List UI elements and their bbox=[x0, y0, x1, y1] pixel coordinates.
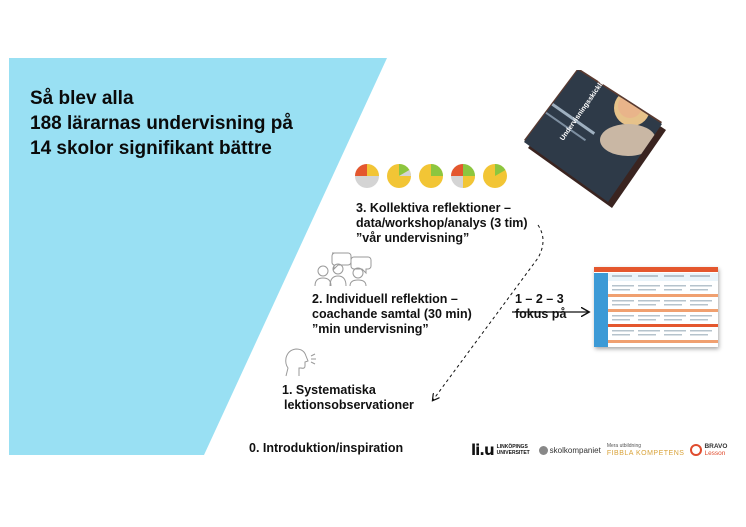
step-3-line-2: data/workshop/analys (3 tim) bbox=[356, 216, 528, 230]
pie-chart-icon bbox=[451, 164, 475, 188]
pie-chart-icon bbox=[387, 164, 411, 188]
pie-chart-row bbox=[354, 163, 508, 189]
bravo-ring-icon bbox=[690, 444, 703, 456]
partner-logos: li.u LINKÖPINGS UNIVERSITET skolkompanie… bbox=[471, 441, 727, 459]
step-2-line-2: coachande samtal (30 min) bbox=[312, 307, 472, 321]
group-speech-icon bbox=[314, 252, 372, 287]
bravo-lesson-logo: BRAVO Lesson bbox=[690, 443, 727, 457]
step-0-line-1: 0. Introduktion/inspiration bbox=[249, 441, 404, 455]
skolkompaniet-logo: skolkompaniet bbox=[538, 445, 601, 455]
step-2-individual-reflection: 2. Individuell reflektion – coachande sa… bbox=[312, 292, 472, 337]
headline-line-3: 14 skolor signifikant bättre bbox=[30, 138, 272, 159]
fk-big-text: FIBBLA KOMPETENS bbox=[606, 450, 685, 457]
step-3-line-1: 3. Kollektiva reflektioner – bbox=[356, 201, 511, 215]
pie-chart-icon bbox=[355, 164, 379, 188]
step-1-line-1: 1. Systematiska bbox=[282, 383, 376, 397]
step-0-introduction: 0. Introduktion/inspiration bbox=[249, 441, 403, 456]
step-1-line-2: lektionsobservationer bbox=[284, 398, 414, 412]
sheet-table bbox=[594, 267, 718, 347]
pie-chart-icon bbox=[483, 164, 507, 188]
skolkompaniet-mark-icon bbox=[538, 445, 548, 455]
skolkompaniet-text: skolkompaniet bbox=[549, 445, 601, 455]
dashed-arrow bbox=[433, 224, 544, 400]
liu-logo: li.u LINKÖPINGS UNIVERSITET bbox=[471, 441, 533, 459]
headline: Så blev alla 188 lärarnas undervisning p… bbox=[30, 86, 350, 161]
step-1-systematic-observations: 1. Systematiska lektionsobservationer bbox=[282, 383, 414, 413]
focus-line-1: 1 – 2 – 3 bbox=[515, 292, 564, 306]
headline-line-2: 188 lärarnas undervisning på bbox=[30, 113, 293, 134]
liu-mark: li.u bbox=[471, 441, 495, 459]
liu-text-line-2: UNIVERSITET bbox=[496, 450, 530, 456]
fk-small-text: Mera utbildning bbox=[606, 443, 641, 449]
liu-text: LINKÖPINGS UNIVERSITET bbox=[497, 444, 533, 456]
step-3-collective-reflection: 3. Kollektiva reflektioner – data/worksh… bbox=[356, 201, 528, 246]
speaking-person-icon bbox=[285, 348, 316, 377]
pie-chart-icon bbox=[419, 164, 443, 188]
observation-sheet-image bbox=[594, 267, 718, 347]
headline-line-1: Så blev alla bbox=[30, 88, 134, 109]
bravo-sub-text: Lesson bbox=[704, 450, 726, 457]
focus-line-2: fokus på bbox=[515, 307, 567, 321]
focus-label: 1 – 2 – 3 fokus på bbox=[515, 292, 566, 322]
liu-text-line-1: LINKÖPINGS bbox=[496, 444, 528, 450]
step-3-line-3: ”vår undervisning” bbox=[356, 231, 470, 245]
fibbla-kompetens-logo: Mera utbildning FIBBLA KOMPETENS bbox=[607, 443, 685, 457]
bravo-main-text: BRAVO bbox=[704, 443, 728, 450]
step-2-line-3: ”min undervisning” bbox=[312, 322, 429, 336]
bravo-text: BRAVO Lesson bbox=[704, 443, 727, 457]
step-2-line-1: 2. Individuell reflektion – bbox=[312, 292, 458, 306]
book-illustration: Undervisningsskicklighet i praktiken (US… bbox=[524, 70, 666, 208]
